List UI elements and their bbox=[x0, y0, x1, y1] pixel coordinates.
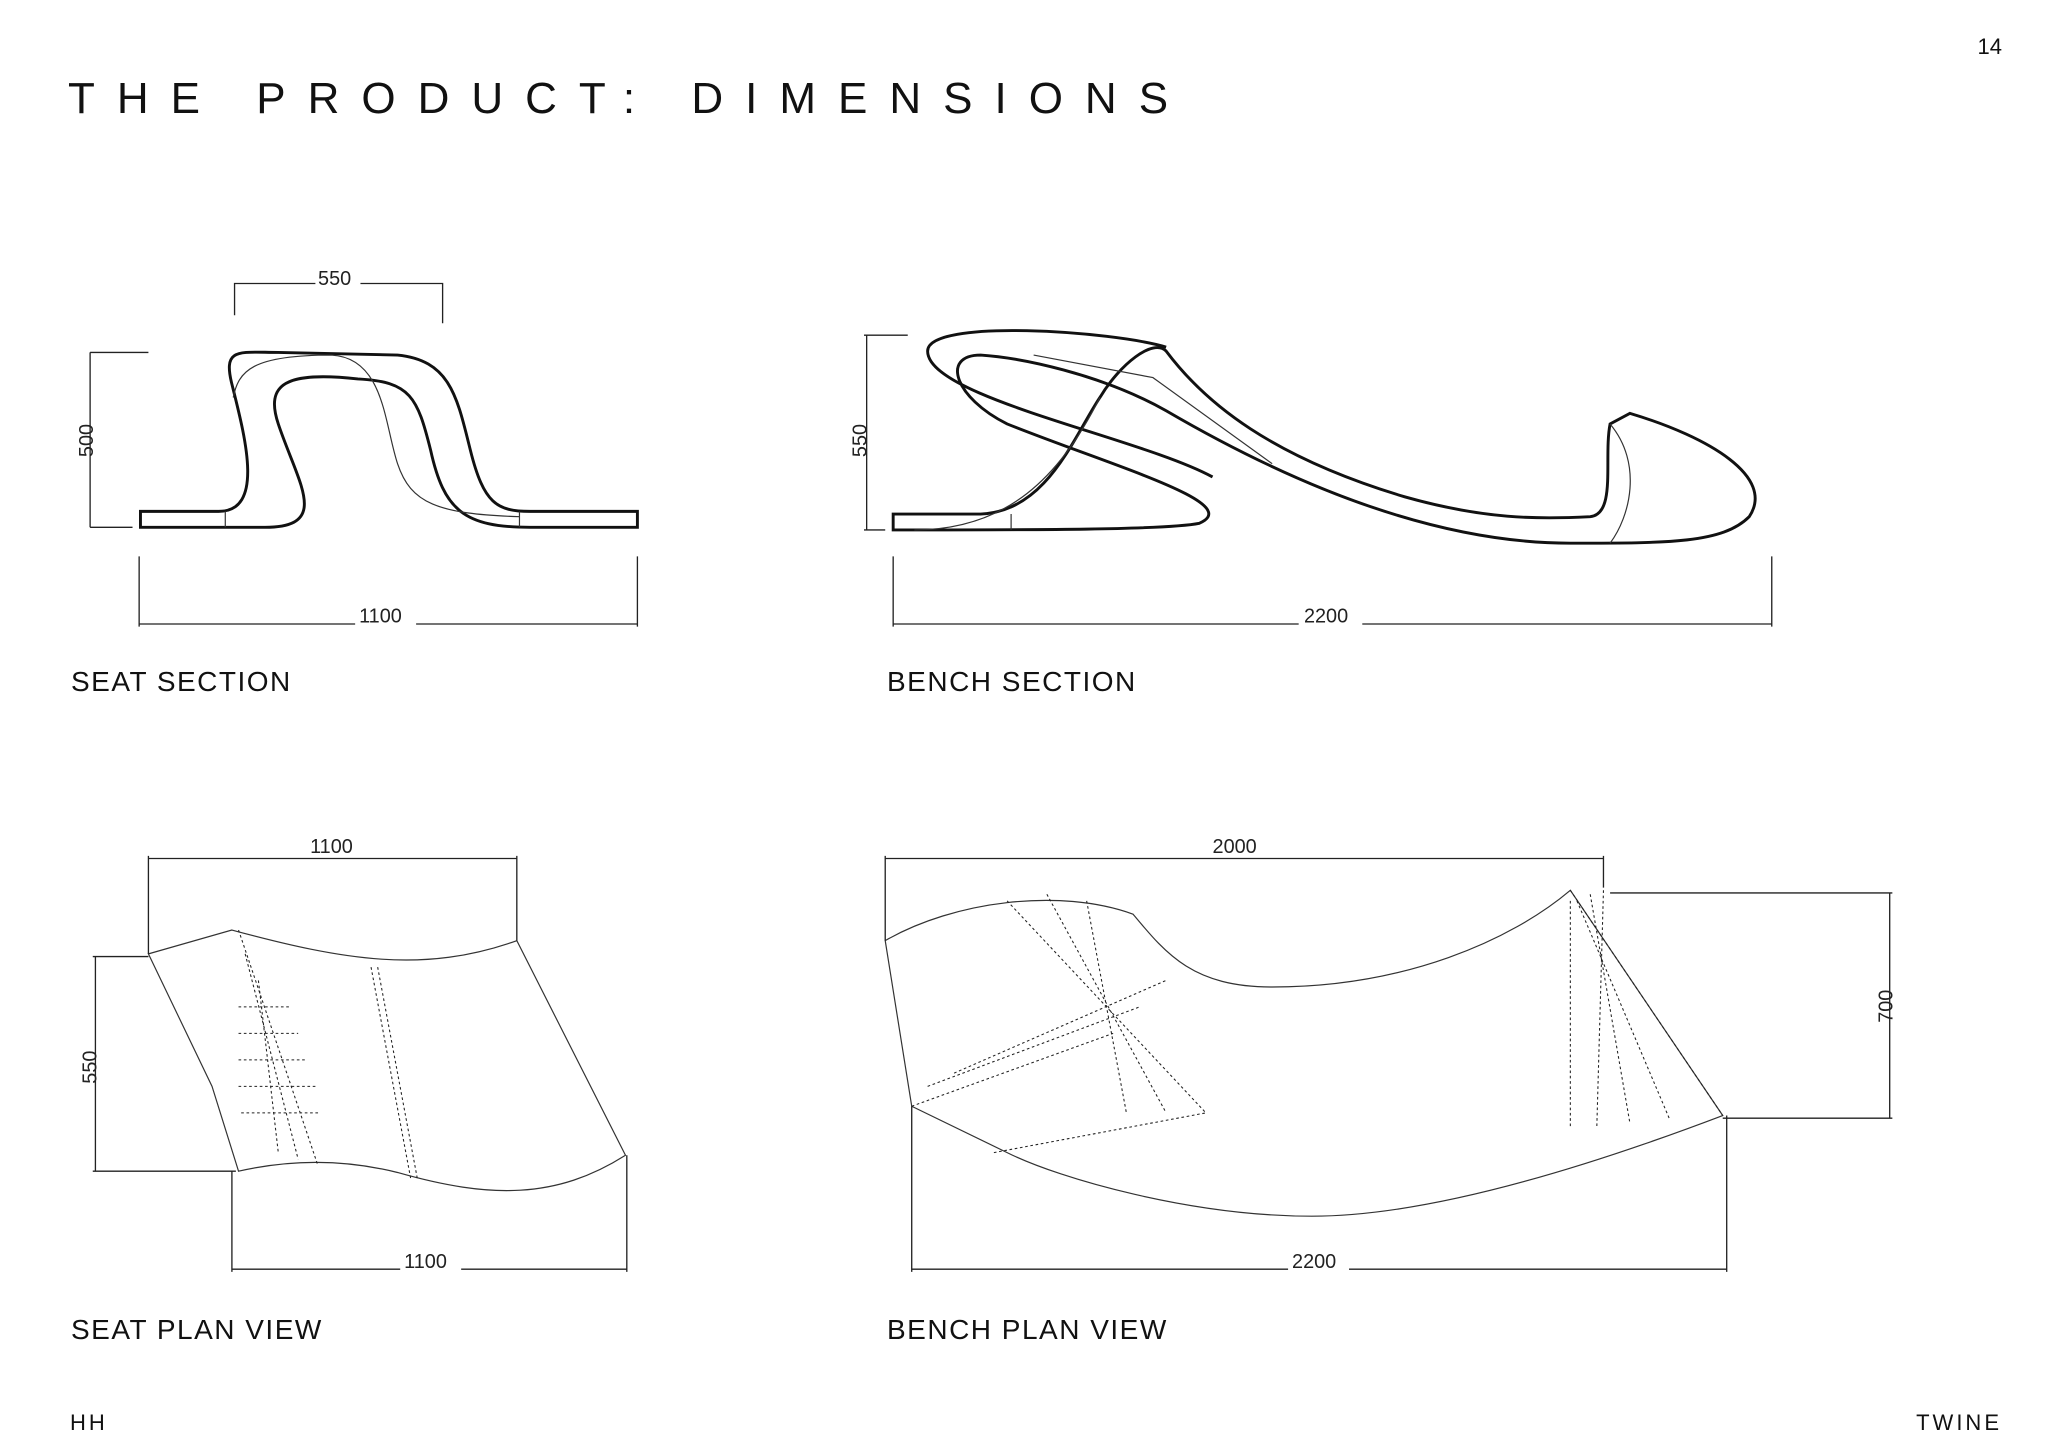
seat-plan-drawing: 1100 550 1100 bbox=[80, 835, 628, 1275]
dim-seat-plan-depth: 550 bbox=[80, 1051, 102, 1084]
dim-seat-section-top: 550 bbox=[318, 268, 351, 290]
seat-section-drawing: 550 500 1100 bbox=[76, 268, 639, 634]
bench-plan-drawing: 2000 700 2200 bbox=[884, 835, 1897, 1275]
page-title: THE PRODUCT: DIMENSIONS bbox=[68, 74, 1191, 123]
dim-seat-section-height: 500 bbox=[76, 424, 98, 457]
dim-seat-section-length: 1100 bbox=[359, 606, 402, 628]
footer-left: HH bbox=[70, 1410, 108, 1435]
bench-section-drawing: 550 2200 bbox=[850, 329, 1773, 634]
caption-seat-section: SEAT SECTION bbox=[71, 666, 292, 697]
dim-bench-section-length: 2200 bbox=[1304, 606, 1348, 628]
caption-bench-section: BENCH SECTION bbox=[887, 666, 1137, 697]
dim-seat-plan-top: 1100 bbox=[310, 836, 353, 858]
dim-bench-section-height: 550 bbox=[850, 424, 872, 457]
caption-bench-plan: BENCH PLAN VIEW bbox=[887, 1314, 1168, 1345]
page-number: 14 bbox=[1977, 34, 2002, 59]
dim-bench-plan-bottom: 2200 bbox=[1292, 1251, 1336, 1273]
dim-seat-plan-bottom: 1100 bbox=[404, 1251, 447, 1273]
dim-bench-plan-top: 2000 bbox=[1213, 836, 1257, 858]
caption-seat-plan: SEAT PLAN VIEW bbox=[71, 1314, 323, 1345]
footer-right: TWINE bbox=[1916, 1410, 2002, 1435]
dim-bench-plan-depth: 700 bbox=[1875, 990, 1897, 1023]
